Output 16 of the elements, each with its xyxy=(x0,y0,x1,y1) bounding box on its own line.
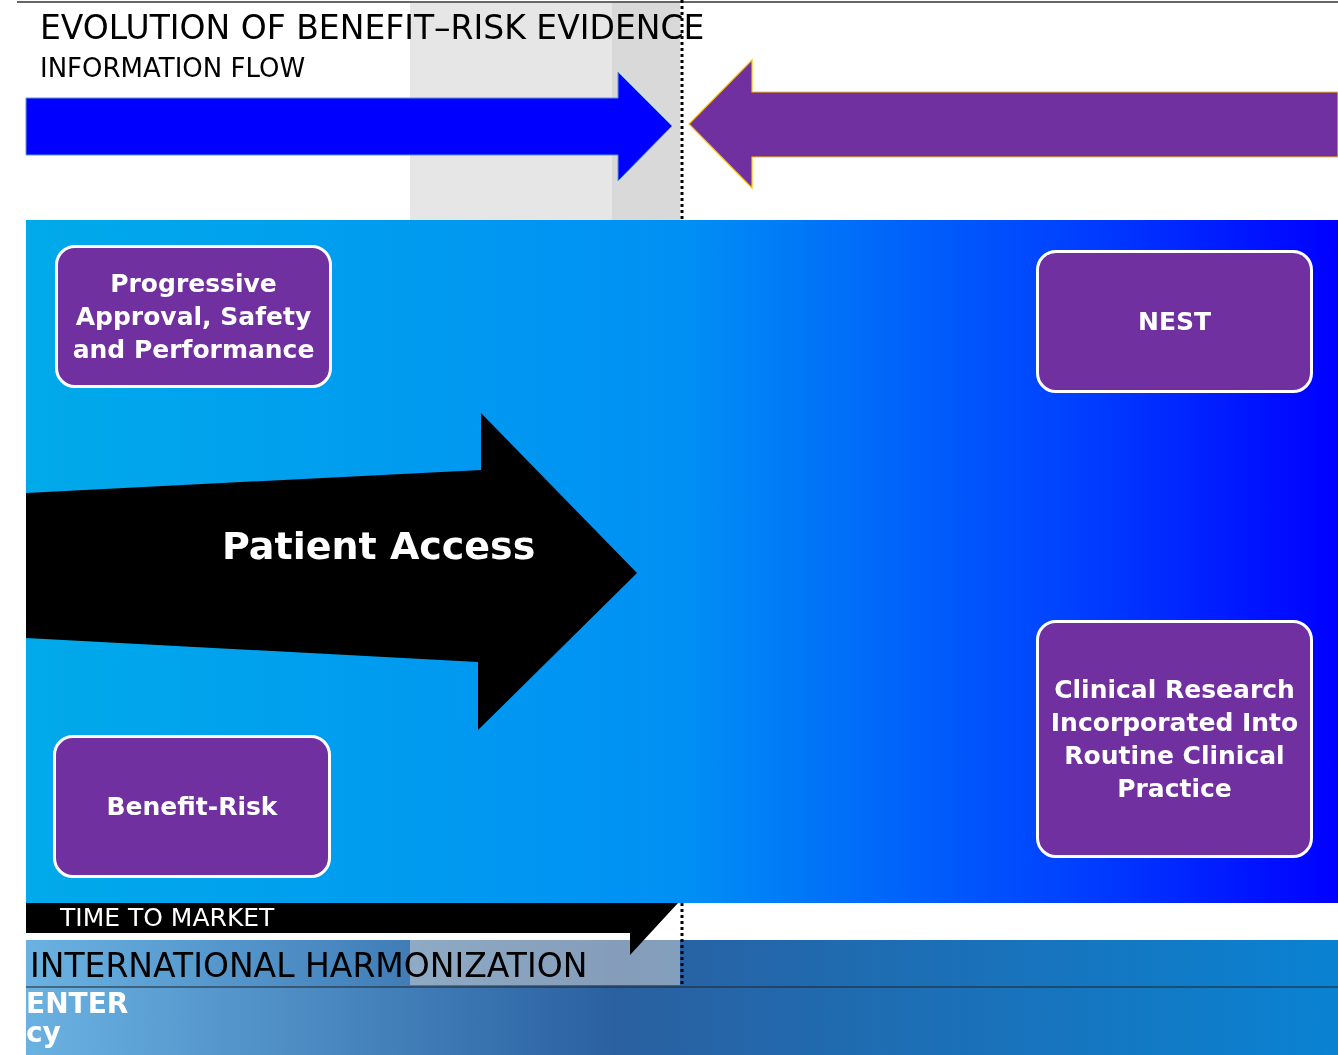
box-label: NEST xyxy=(1137,306,1212,338)
footer-text: ENTER xyxy=(26,989,129,1020)
section-heading: TIME TO MARKET xyxy=(60,904,275,932)
section-heading: INTERNATIONAL HARMONIZATION xyxy=(30,948,588,985)
arrow-label: Patient Access xyxy=(222,524,536,568)
box-label: Benefit-Risk xyxy=(106,791,278,823)
rounded-box xyxy=(1036,250,1313,393)
section-heading: EVOLUTION OF BENEFIT–RISK EVIDENCE xyxy=(40,10,705,47)
box-label: Clinical Research Incorporated Into Routine Clinical Practice xyxy=(1049,674,1300,805)
rounded-box xyxy=(55,245,332,388)
section-heading: INFORMATION FLOW xyxy=(40,54,306,83)
box-label: Progressive Approval, Safety and Performance xyxy=(71,268,316,366)
footer-text: cy xyxy=(26,1018,61,1049)
rounded-box xyxy=(53,735,331,878)
rounded-box xyxy=(1036,620,1313,858)
block-arrow xyxy=(26,413,638,731)
